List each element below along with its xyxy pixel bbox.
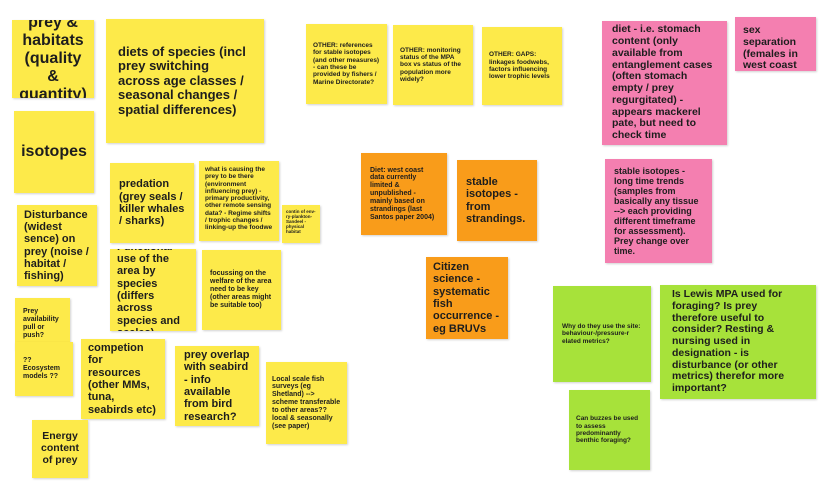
sticky-note-local-scale-fish[interactable]: Local scale fish surveys (eg Shetland) -… — [266, 362, 347, 444]
sticky-note-predation[interactable]: predation (grey seals / killer whales / … — [110, 163, 194, 243]
sticky-note-why-use-site[interactable]: Why do they use the site: behaviour-/pre… — [553, 286, 651, 382]
sticky-note-buzzes-benthic-foraging[interactable]: Can buzzes be used to assess predominant… — [569, 390, 650, 470]
sticky-note-prey-overlap[interactable]: prey overlap with seabird - info availab… — [175, 346, 259, 426]
sticky-note-other-gaps[interactable]: OTHER: GAPS: linkages foodwebs, factors … — [482, 27, 562, 105]
sticky-note-lewis-mpa-foraging[interactable]: Is Lewis MPA used for foraging? Is prey … — [660, 285, 816, 399]
sticky-note-sex-separation[interactable]: sex separation (females in west coast MP… — [735, 17, 816, 71]
sticky-note-prey-availability[interactable]: Prey availability pull or push? — [15, 298, 70, 350]
sticky-note-other-monitoring[interactable]: OTHER: monitoring status of the MPA box … — [393, 25, 473, 105]
sticky-note-other-references-isotopes[interactable]: OTHER: references for stable isotopes (a… — [306, 24, 387, 104]
sticky-note-citizen-science[interactable]: Citizen science - systematic fish occurr… — [426, 257, 508, 339]
sticky-note-tiny-contin[interactable]: contin of env-ry-plankton-Sandeel -physi… — [282, 205, 320, 243]
sticky-note-competition[interactable]: competion for resources (other MMs, tuna… — [81, 339, 165, 419]
sticky-note-functional-use[interactable]: Functional use of the area by species (d… — [110, 249, 196, 331]
sticky-note-ecosystem-models[interactable]: ?? Ecosystem models ?? — [15, 342, 73, 396]
sticky-note-stable-isotopes-strandings[interactable]: stable isotopes - from strandings. — [457, 160, 537, 241]
sticky-note-energy-content[interactable]: Energy content of prey — [32, 420, 88, 478]
sticky-note-prey-habitats[interactable]: prey & habitats (quality & quantity) — [12, 20, 94, 98]
sticky-note-stable-isotopes-long-term[interactable]: stable isotopes - long time trends (samp… — [605, 159, 712, 263]
sticky-note-diet-stomach-content[interactable]: diet - i.e. stomach content (only availa… — [602, 21, 727, 145]
sticky-note-diets-of-species[interactable]: diets of species (incl prey switching ac… — [106, 19, 264, 143]
sticky-note-what-causing-prey[interactable]: what is causing the prey to be there (en… — [199, 161, 279, 241]
sticky-note-isotopes[interactable]: isotopes — [14, 111, 94, 193]
sticky-note-diet-west-coast[interactable]: Diet: west coast data currently limited … — [361, 153, 447, 235]
sticky-note-disturbance[interactable]: Disturbance (widest sence) on prey (nois… — [17, 205, 97, 286]
sticky-note-focussing-welfare[interactable]: focussing on the welfare of the area nee… — [202, 250, 281, 330]
